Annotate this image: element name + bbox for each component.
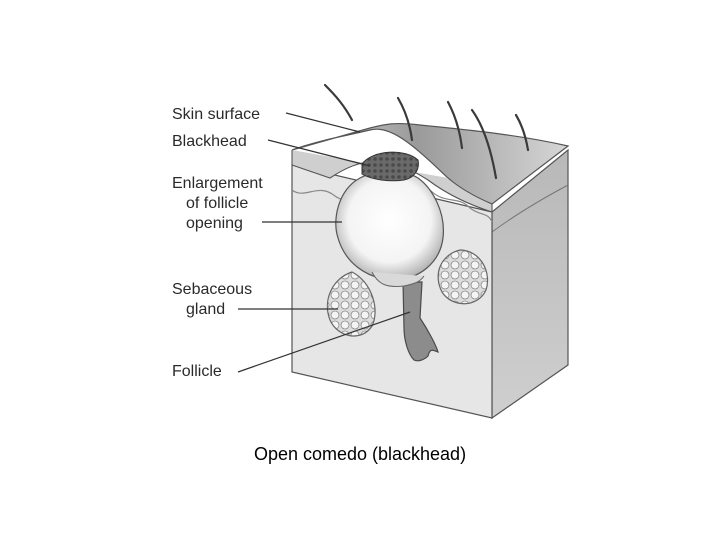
hair-3 bbox=[446, 100, 464, 150]
label-sebaceous-line2: gland bbox=[186, 301, 225, 318]
label-enlargement-line1: Enlargement bbox=[172, 175, 263, 192]
label-blackhead: Blackhead bbox=[172, 133, 247, 150]
blackhead-plug bbox=[361, 151, 419, 182]
hairs bbox=[323, 83, 530, 180]
label-follicle: Follicle bbox=[172, 363, 222, 380]
hair-5 bbox=[514, 113, 530, 152]
hair-4 bbox=[470, 108, 498, 180]
label-enlargement-line3: opening bbox=[186, 215, 243, 232]
leader-skin-surface bbox=[285, 112, 361, 133]
diagram-caption: Open comedo (blackhead) bbox=[253, 444, 467, 464]
label-enlargement-line2: of follicle bbox=[186, 195, 248, 212]
leader-blackhead bbox=[267, 139, 371, 167]
label-sebaceous-line1: Sebaceous bbox=[172, 281, 252, 298]
hair-2 bbox=[396, 96, 414, 142]
hair-1 bbox=[323, 83, 354, 122]
sebaceous-gland-right bbox=[437, 249, 489, 305]
leader-lines bbox=[237, 112, 411, 373]
enlarged-follicle-opening bbox=[335, 170, 444, 281]
sebaceous-glands bbox=[326, 249, 489, 337]
sebaceous-gland-left bbox=[326, 271, 376, 337]
leader-follicle bbox=[237, 311, 411, 373]
label-skin-surface: Skin surface bbox=[172, 106, 260, 123]
labels: Skin surface Blackhead Enlargement of fo… bbox=[172, 106, 263, 380]
follicle-neck bbox=[371, 271, 425, 287]
skin-front-top-edge bbox=[291, 150, 493, 213]
epidermis-line-side bbox=[491, 184, 569, 233]
follicle-shaft bbox=[402, 281, 439, 362]
